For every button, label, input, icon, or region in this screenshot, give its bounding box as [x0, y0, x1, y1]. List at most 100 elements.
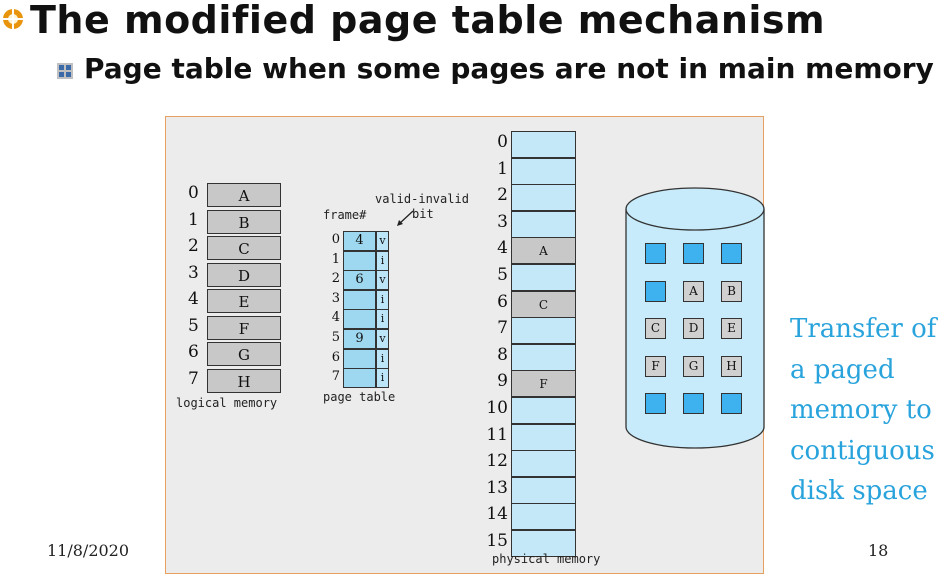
frame-number-cell: 4	[343, 231, 376, 251]
valid-invalid-bit: v	[376, 231, 389, 251]
transfer-note: Transfer of a paged memory to contiguous…	[790, 314, 937, 506]
disk-block	[645, 243, 666, 264]
slide-title: The modified page table mechanism	[30, 0, 826, 42]
logical-page-cell: B	[207, 209, 281, 234]
logical-page-cell: D	[207, 262, 281, 287]
frame-index: 6	[497, 291, 508, 312]
disk-block: H	[721, 355, 742, 377]
title-bullet-icon	[3, 9, 23, 29]
page-table-index: 7	[331, 369, 340, 385]
frame-index: 1	[497, 158, 508, 179]
logical-page-cell: A	[207, 183, 281, 207]
frame-index: 7	[497, 318, 508, 339]
slide-subtitle: Page table when some pages are not in ma…	[84, 52, 934, 85]
valid-invalid-header: valid-invalid	[375, 192, 469, 206]
disk-block: A	[683, 280, 704, 302]
logical-memory-label: logical memory	[176, 396, 278, 410]
physical-frame	[511, 131, 576, 158]
frame-index: 13	[486, 477, 508, 498]
slide-page-number: 18	[868, 541, 889, 560]
frame-index: 10	[486, 398, 508, 418]
logical-page-index: 4	[188, 289, 199, 309]
disk-block	[645, 393, 666, 414]
physical-frame: A	[511, 237, 576, 265]
valid-invalid-bit: i	[376, 348, 389, 369]
physical-frame	[511, 450, 576, 478]
disk-block: E	[721, 318, 742, 339]
disk-block: D	[683, 318, 704, 339]
frame-number-cell	[343, 368, 376, 389]
logical-page-cell: E	[207, 289, 281, 313]
frame-index: 3	[497, 211, 508, 232]
logical-page-index: 2	[188, 236, 199, 256]
disk-block: B	[721, 280, 742, 302]
frame-index: 0	[497, 132, 508, 152]
logical-page-cell: C	[207, 236, 281, 260]
frame-number-cell	[343, 289, 376, 310]
valid-invalid-bit: v	[376, 329, 389, 349]
page-table-index: 4	[331, 310, 340, 326]
logical-page-index: 3	[188, 262, 199, 283]
frame-index: 2	[497, 185, 508, 206]
frame-index: 4	[497, 238, 508, 259]
physical-memory-label: physical memory	[492, 552, 601, 566]
logical-page-cell: H	[207, 368, 281, 393]
page-table-index: 6	[331, 349, 340, 365]
disk-block: G	[683, 355, 704, 377]
logical-page-index: 0	[188, 183, 199, 203]
logical-page-index: 6	[188, 342, 199, 362]
valid-invalid-bit: i	[376, 309, 389, 330]
frame-header: frame#	[323, 208, 367, 222]
disk-block	[683, 243, 704, 264]
disk-block	[683, 393, 704, 414]
disk-block: C	[645, 318, 666, 339]
logical-page-index: 1	[188, 209, 199, 230]
page-table-index: 2	[331, 271, 340, 287]
physical-frame	[511, 530, 576, 557]
frame-index: 15	[486, 531, 508, 551]
physical-frame	[511, 343, 576, 371]
valid-invalid-bit: i	[376, 289, 389, 310]
disk-block	[721, 243, 742, 264]
physical-frame	[511, 264, 576, 291]
frame-index: 14	[486, 504, 508, 525]
logical-page-index: 7	[188, 368, 199, 389]
frame-number-cell	[343, 348, 376, 369]
frame-number-cell: 9	[343, 329, 376, 349]
physical-frame	[511, 476, 576, 504]
frame-number-cell	[343, 309, 376, 330]
page-table-index: 5	[331, 330, 340, 345]
physical-frame	[511, 210, 576, 238]
frame-number-cell: 6	[343, 270, 376, 291]
frame-index: 8	[497, 344, 508, 365]
physical-frame: F	[511, 370, 576, 398]
sub-bullet-icon	[57, 63, 73, 79]
physical-frame: C	[511, 290, 576, 318]
valid-invalid-bit: i	[376, 250, 389, 271]
logical-page-index: 5	[188, 315, 199, 336]
frame-index: 9	[497, 371, 508, 392]
valid-invalid-bit: i	[376, 368, 389, 389]
physical-frame	[511, 503, 576, 531]
frame-index: 12	[486, 451, 508, 472]
disk-block	[645, 280, 666, 302]
frame-number-cell	[343, 250, 376, 271]
physical-frame	[511, 157, 576, 185]
physical-frame	[511, 423, 576, 451]
page-table-label: page table	[323, 390, 396, 404]
physical-frame	[511, 317, 576, 345]
frame-index: 5	[497, 265, 508, 285]
page-table-index: 1	[331, 251, 340, 267]
valid-invalid-bit: v	[376, 270, 389, 291]
page-table-index: 0	[331, 232, 340, 247]
frame-index: 11	[486, 424, 508, 445]
bit-header: bit	[412, 207, 434, 221]
page-table-index: 3	[331, 290, 340, 306]
logical-page-cell: F	[207, 315, 281, 340]
